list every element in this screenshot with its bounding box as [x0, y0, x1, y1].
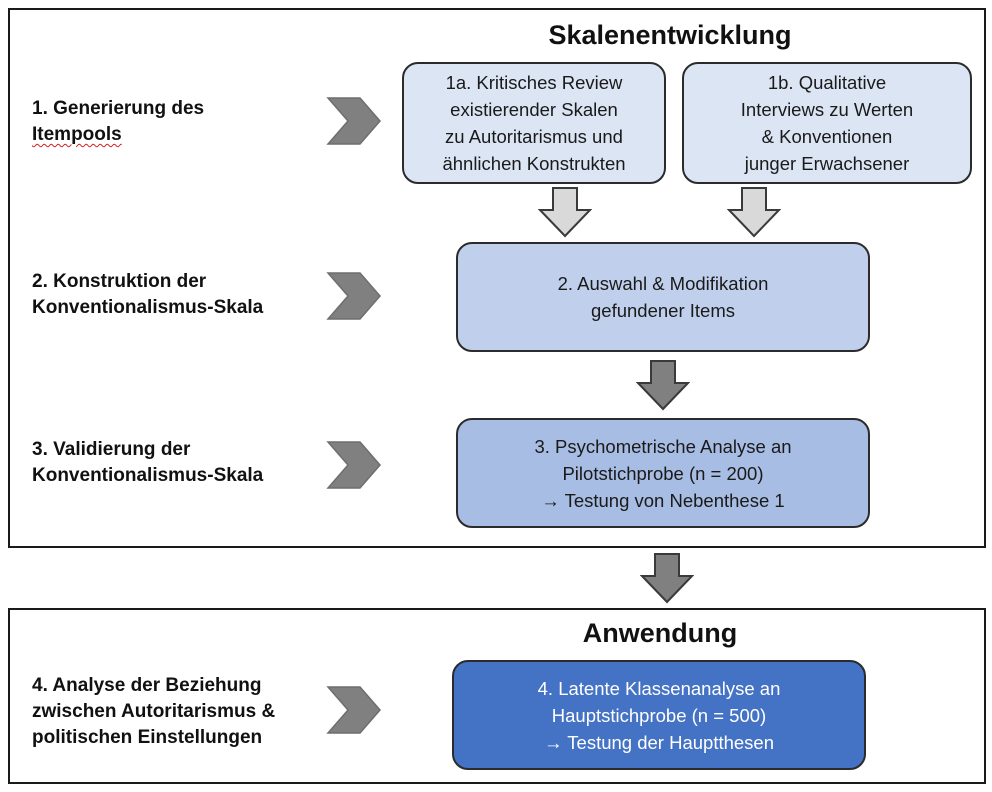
box-3-psychometrische-analyse: 3. Psychometrische Analyse an Pilotstich… — [456, 418, 870, 528]
box-text-line: 1b. Qualitative — [767, 72, 887, 93]
step-label-line: 3. Validierung der — [32, 439, 191, 460]
box-text-line: 2. Auswahl & Modifikation — [557, 273, 769, 294]
section-title-skalenentwicklung: Skalenentwicklung — [548, 20, 792, 50]
arrow-down-icon — [636, 360, 690, 411]
box-text-line: 1a. Kritisches Review — [445, 72, 623, 93]
box-2-auswahl-modifikation: 2. Auswahl & Modifikation gefundener Ite… — [456, 242, 870, 352]
box-text-line: Hauptstichprobe (n = 500) — [551, 704, 767, 726]
box-1a-kritisches-review: 1a. Kritisches Review existierender Skal… — [402, 62, 666, 184]
box-text-line: gefundener Items — [591, 300, 735, 321]
step-label-line: 1. Generierung des — [32, 98, 205, 119]
step-label-1: 1. Generierung des Itempools — [32, 96, 204, 148]
step-label-line: 4. Analyse der Beziehung — [32, 675, 262, 696]
step-label-line: Itempools — [32, 124, 122, 145]
chevron-right-icon — [326, 441, 381, 489]
step-label-line: Konventionalismus-Skala — [32, 297, 264, 318]
box-text-line: 4. Latente Klassenanalyse an — [537, 677, 781, 699]
box-text-line: junger Erwachsener — [744, 153, 910, 174]
box-text-line: Interviews zu Werten — [740, 99, 914, 120]
box-text-line: & Konventionen — [761, 126, 893, 147]
box-4-latente-klassenanalyse: 4. Latente Klassenanalyse an Hauptstichp… — [452, 660, 866, 770]
box-text-line: → Testung der Hauptthesen — [543, 731, 774, 753]
chevron-right-icon — [326, 686, 381, 734]
arrow-down-icon — [538, 187, 592, 238]
arrow-down-icon — [727, 187, 781, 238]
section-title-anwendung: Anwendung — [582, 618, 738, 648]
step-label-line: Konventionalismus-Skala — [32, 465, 264, 486]
step-label-line: politischen Einstellungen — [32, 727, 263, 748]
chevron-right-icon — [326, 272, 381, 320]
arrow-down-icon — [640, 553, 694, 604]
step-label-line: zwischen Autoritarismus & — [32, 701, 276, 722]
box-text-line: ähnlichen Konstrukten — [442, 153, 626, 174]
box-text-line: Pilotstichprobe (n = 200) — [562, 462, 764, 484]
chevron-right-icon — [326, 97, 381, 145]
step-label-4: 4. Analyse der Beziehung zwischen Autori… — [32, 673, 275, 751]
box-text-line: zu Autoritarismus und — [445, 126, 623, 147]
step-label-3: 3. Validierung der Konventionalismus-Ska… — [32, 437, 263, 489]
box-text-line: existierender Skalen — [450, 99, 618, 120]
step-label-2: 2. Konstruktion der Konventionalismus-Sk… — [32, 269, 263, 321]
step-label-line: 2. Konstruktion der — [32, 271, 207, 292]
box-text-line: → Testung von Nebenthese 1 — [541, 489, 785, 511]
box-text-line: 3. Psychometrische Analyse an — [534, 435, 792, 457]
box-1b-qualitative-interviews: 1b. Qualitative Interviews zu Werten & K… — [682, 62, 972, 184]
